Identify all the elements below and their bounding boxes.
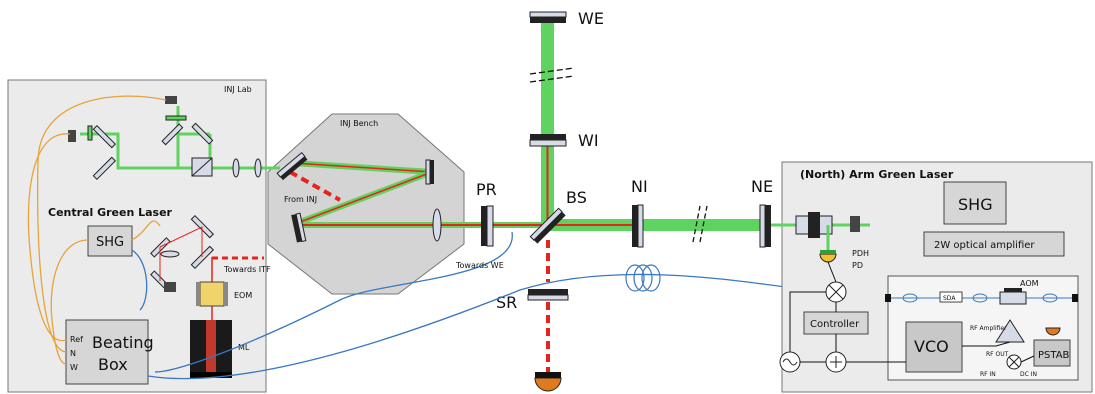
fiber-loops-inner bbox=[902, 293, 1058, 303]
bs-mirror bbox=[529, 207, 566, 244]
pstab-pd bbox=[1045, 327, 1061, 336]
bench-mirror-1 bbox=[276, 151, 308, 181]
ne-label: NE bbox=[751, 177, 773, 196]
inj-bench bbox=[267, 113, 465, 295]
mixer-inner bbox=[1006, 354, 1022, 370]
eom-label: EOM bbox=[234, 291, 252, 300]
bench-lens bbox=[432, 208, 442, 242]
towards-we-label: Towards WE bbox=[455, 261, 504, 270]
shg-right-box bbox=[943, 181, 1007, 225]
rf-out-label: RF OUT bbox=[986, 351, 1009, 358]
controller-label: Controller bbox=[810, 319, 860, 330]
beating-box-label-2: Box bbox=[98, 355, 128, 374]
ni-mirror bbox=[632, 204, 644, 248]
inj-lab-pd-2 bbox=[164, 282, 176, 292]
inj-lab-label: INJ Lab bbox=[224, 85, 252, 94]
vco-label: VCO bbox=[914, 337, 949, 356]
eom bbox=[196, 281, 228, 307]
wi-mirror bbox=[529, 134, 567, 147]
ni-label: NI bbox=[631, 177, 648, 196]
aom bbox=[999, 288, 1027, 305]
summer bbox=[825, 351, 847, 373]
ml-laser bbox=[190, 320, 232, 378]
rf-in-label: RF IN bbox=[980, 371, 996, 378]
bench-z-beam bbox=[292, 160, 434, 225]
pstab-box bbox=[1033, 339, 1071, 367]
sda-box bbox=[939, 291, 963, 303]
amplifier-box bbox=[923, 231, 1065, 257]
sda-label: SDA bbox=[943, 295, 956, 302]
amplifier-label: 2W optical amplifier bbox=[934, 240, 1035, 251]
n-label: N bbox=[70, 349, 76, 358]
west-arm-beam bbox=[548, 219, 770, 231]
pdh-pd bbox=[819, 250, 837, 263]
north-arm-laser-label: (North) Arm Green Laser bbox=[800, 168, 954, 181]
pstab-label: PSTAB bbox=[1038, 350, 1070, 361]
sr-mirror bbox=[527, 289, 569, 301]
pd-label: PD bbox=[852, 261, 863, 270]
north-arm-break bbox=[529, 67, 575, 83]
shg-right-label: SHG bbox=[958, 195, 993, 214]
from-inj-label: From INJ bbox=[284, 195, 317, 204]
shg-left-label: SHG bbox=[96, 235, 124, 250]
controller-wiring bbox=[789, 261, 1035, 363]
central-green-laser-label: Central Green Laser bbox=[48, 206, 173, 219]
fiber-coil bbox=[625, 264, 661, 292]
bench-mirror-3 bbox=[291, 212, 307, 243]
inj-lab-pd-icons bbox=[68, 96, 177, 142]
we-mirror bbox=[529, 11, 567, 23]
inj-lab-mirrors bbox=[87, 115, 262, 181]
ml-label: ML bbox=[238, 343, 250, 352]
mixer-upper bbox=[825, 281, 847, 303]
oscillator bbox=[779, 351, 801, 373]
bs-label: BS bbox=[566, 188, 587, 207]
w-label: W bbox=[70, 363, 78, 372]
we-label: WE bbox=[578, 9, 604, 28]
inj-bench-label: INJ Bench bbox=[340, 119, 378, 128]
pr-label: PR bbox=[476, 180, 497, 199]
ne-mirror bbox=[759, 204, 771, 248]
shg-left-box bbox=[87, 225, 133, 257]
rf-amplifier-label: RF Amplifier bbox=[970, 325, 1007, 332]
pr-mirror bbox=[481, 205, 494, 247]
pdh-label: PDH bbox=[852, 249, 869, 258]
dc-in-label: DC IN bbox=[1020, 371, 1037, 378]
beating-box-label-1: Beating bbox=[92, 333, 154, 352]
ref-label: Ref bbox=[70, 335, 83, 344]
west-arm-break bbox=[692, 205, 708, 243]
wi-label: WI bbox=[578, 131, 599, 150]
aom-label: AOM bbox=[1020, 279, 1039, 288]
north-pd-icon bbox=[850, 216, 860, 232]
beating-box bbox=[65, 319, 149, 385]
from-inj-dashed-beam bbox=[289, 170, 341, 202]
sr-detector bbox=[534, 372, 562, 392]
isolator bbox=[795, 212, 833, 238]
bench-mirror-2 bbox=[425, 159, 434, 185]
vco-box bbox=[905, 321, 963, 373]
towards-itf-label: Towards ITF bbox=[223, 265, 271, 274]
